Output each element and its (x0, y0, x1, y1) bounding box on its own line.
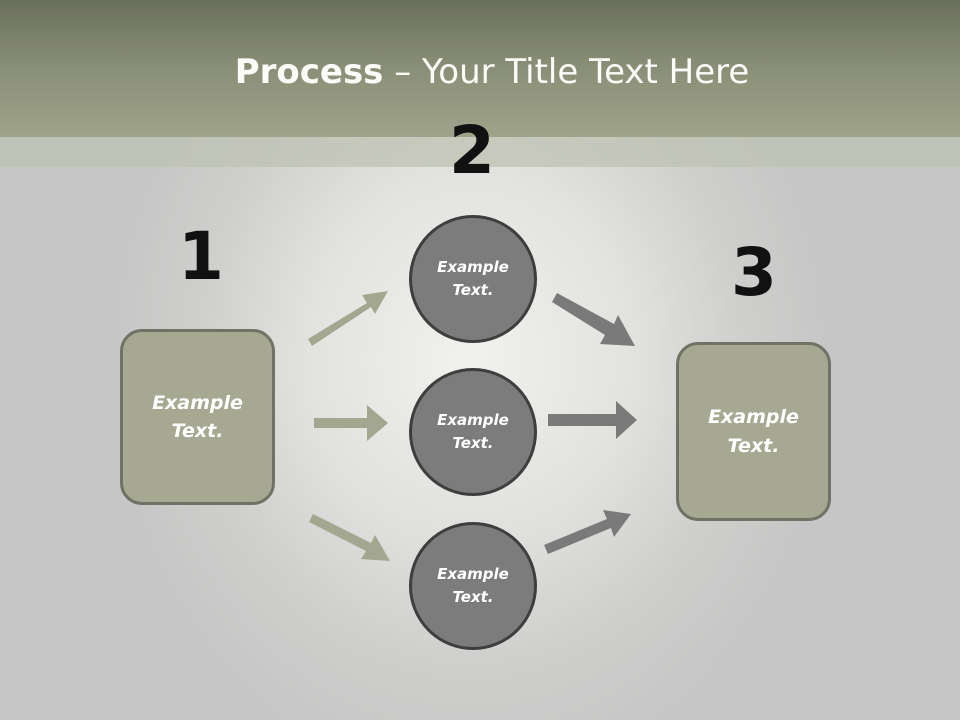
title-rest: – Your Title Text Here (383, 52, 750, 92)
circle-bottom[interactable]: Example Text. (409, 522, 537, 650)
circle-top-text: Example Text. (437, 257, 509, 299)
arrow-left-to-top (308, 291, 388, 346)
left-box-text: Example Text. (152, 391, 243, 443)
step-number-2: 2 (449, 112, 495, 189)
arrow-left-to-bottom (309, 514, 390, 561)
title-band-strip (0, 137, 960, 167)
arrow-left-to-middle (314, 405, 388, 441)
circle-middle-text: Example Text. (437, 410, 509, 452)
arrow-middle-to-right (548, 401, 637, 439)
left-box[interactable]: Example Text. (120, 329, 275, 505)
slide-title: Process – Your Title Text Here (0, 52, 960, 92)
circle-middle[interactable]: Example Text. (409, 368, 537, 496)
circle-bottom-text: Example Text. (437, 564, 509, 606)
title-bold: Process (234, 52, 384, 92)
right-box-text: Example Text. (708, 406, 799, 457)
step-number-1: 1 (178, 218, 224, 295)
title-band (0, 0, 960, 137)
step-number-3: 3 (731, 234, 777, 311)
arrow-bottom-to-right (544, 510, 631, 554)
right-box[interactable]: Example Text. (676, 342, 831, 521)
circle-top[interactable]: Example Text. (409, 215, 537, 343)
arrow-top-to-right (552, 293, 635, 346)
